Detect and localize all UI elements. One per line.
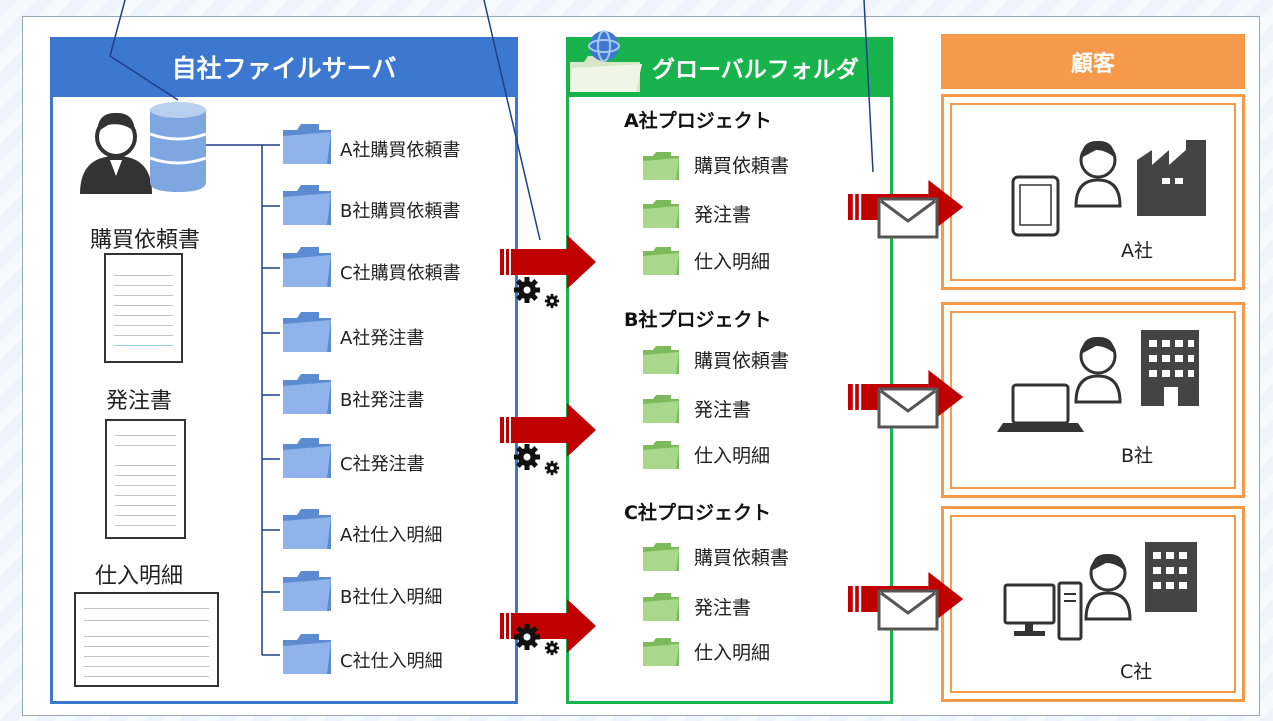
global-folder-icon (570, 30, 642, 92)
office-building-icon (1145, 542, 1197, 612)
admin-person-icon (80, 112, 152, 194)
folder-icon (283, 438, 331, 478)
laptop-icon (997, 383, 1084, 432)
project-title-c: C社プロジェクト (624, 502, 771, 524)
sync-arrow-icon (500, 235, 596, 289)
folder-icon (643, 593, 679, 621)
global-item-label: 仕入明細 (694, 642, 771, 664)
project-title-a: A社プロジェクト (624, 110, 772, 132)
folder-icon (283, 571, 331, 611)
purchase-statement-thumbnail (74, 592, 219, 687)
leader-line (483, 0, 541, 241)
leader-line (109, 0, 179, 101)
global-item-label: 購買依頼書 (694, 350, 790, 372)
doc-label-purchase-statement: 仕入明細 (95, 564, 184, 589)
folder-label: B社仕入明細 (340, 587, 443, 608)
envelope-icon (877, 589, 939, 631)
database-icon (149, 102, 207, 192)
gear-icon (544, 460, 560, 476)
purchase-order-thumbnail (105, 419, 186, 539)
customer-name-a: A社 (1121, 240, 1153, 262)
folder-label: C社購買依頼書 (340, 263, 461, 284)
folder-icon (283, 247, 331, 287)
folder-icon (283, 185, 331, 225)
global-item-label: 仕入明細 (694, 251, 771, 273)
global-item-label: 発注書 (694, 399, 752, 421)
folder-icon (643, 395, 679, 423)
folder-label: B社購買依頼書 (340, 201, 461, 222)
folder-icon (643, 543, 679, 571)
folder-icon (643, 346, 679, 374)
folder-icon (643, 247, 679, 275)
folder-icon (283, 312, 331, 352)
folder-label: C社発注書 (340, 454, 425, 475)
folder-label: B社発注書 (340, 390, 425, 411)
gear-icon (544, 293, 560, 309)
envelope-icon (877, 197, 939, 239)
gear-icon (514, 624, 540, 650)
global-item-label: 発注書 (694, 204, 752, 226)
gear-icon (544, 640, 560, 656)
global-item-label: 購買依頼書 (694, 155, 790, 177)
tablet-icon (1011, 175, 1060, 237)
folder-icon (643, 638, 679, 666)
person-icon (1074, 335, 1122, 404)
customer-name-b: B社 (1121, 445, 1154, 467)
folder-tree-lines (206, 144, 280, 656)
envelope-icon (877, 387, 939, 429)
desktop-pc-icon (1003, 581, 1083, 641)
folder-label: A社購買依頼書 (340, 140, 461, 161)
factory-icon (1137, 140, 1206, 216)
purchase-request-thumbnail (104, 253, 183, 363)
folder-icon (283, 124, 331, 164)
person-icon (1074, 139, 1122, 208)
folder-icon (283, 509, 331, 549)
global-item-label: 購買依頼書 (694, 547, 790, 569)
folder-icon (283, 634, 331, 674)
sync-arrow-icon (500, 403, 596, 457)
customers-title: 顧客 (941, 34, 1245, 89)
gear-icon (514, 277, 540, 303)
folder-icon (643, 200, 679, 228)
folder-label: C社仕入明細 (340, 651, 443, 672)
folder-label: A社仕入明細 (340, 525, 443, 546)
global-item-label: 発注書 (694, 597, 752, 619)
folder-icon (643, 441, 679, 469)
leader-line (863, 0, 874, 173)
doc-label-purchase-request: 購買依頼書 (90, 228, 201, 253)
doc-label-purchase-order: 発注書 (106, 389, 173, 414)
person-icon (1084, 552, 1132, 621)
folder-icon (283, 374, 331, 414)
folder-icon (643, 152, 679, 180)
global-item-label: 仕入明細 (694, 445, 771, 467)
gear-icon (514, 444, 540, 470)
customer-name-c: C社 (1120, 661, 1153, 683)
folder-label: A社発注書 (340, 328, 425, 349)
project-title-b: B社プロジェクト (624, 309, 772, 331)
office-building-icon (1141, 330, 1199, 406)
